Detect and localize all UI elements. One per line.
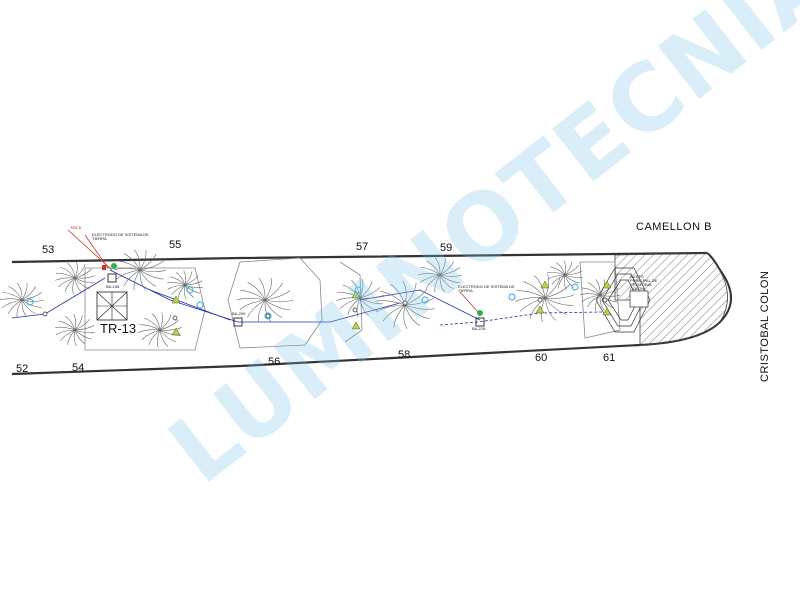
pole-label-53: 53 xyxy=(42,244,55,256)
planter-outline-2 xyxy=(227,257,323,349)
pole-label-59: 59 xyxy=(440,242,453,254)
monument-label: BUSTO PRINCIPAL DE CRISTOBAL COLON xyxy=(630,274,658,291)
callout-leaders xyxy=(67,229,479,313)
pole-label-56: 56 xyxy=(268,356,281,368)
lamp-post-icon xyxy=(402,300,408,306)
lamp-circle-icon xyxy=(186,286,194,294)
registro-label-1: BA-198 xyxy=(106,284,120,289)
palm-tree-icon xyxy=(55,261,95,295)
palm-tree-icon xyxy=(336,278,384,318)
palm-trees xyxy=(0,249,621,348)
planter-outline-1 xyxy=(84,267,206,351)
palm-tree-icon xyxy=(579,279,621,311)
street-label-cristobal: CRISTOBAL COLON xyxy=(759,270,771,382)
fixture-marker-icon xyxy=(602,307,612,316)
fixture-marker-icon xyxy=(351,321,361,330)
planter-outline-4 xyxy=(579,261,621,339)
lamp-circle-icon xyxy=(196,301,204,309)
callout-electrode-2: ELECTRODO DE SISTEMA DE TIERRA xyxy=(458,284,515,293)
palm-tree-icon xyxy=(417,257,463,293)
median-top-edge xyxy=(11,251,708,264)
transformer-label: TR-13 xyxy=(100,321,137,336)
pole-label-57: 57 xyxy=(356,241,369,253)
palm-tree-icon xyxy=(167,270,203,300)
palm-tree-icon xyxy=(547,260,583,290)
panel-marker xyxy=(102,265,106,270)
pole-label-60: 60 xyxy=(535,352,548,364)
street-label-camellon: CAMELLON B xyxy=(636,221,712,233)
transformer-box xyxy=(96,291,128,321)
pole-label-61: 61 xyxy=(603,352,616,364)
palm-tree-icon xyxy=(55,313,95,347)
median-bottom-edge xyxy=(11,343,641,376)
palm-tree-icon xyxy=(0,282,45,318)
ground-electrode-2 xyxy=(477,310,483,316)
pole-label-52: 52 xyxy=(16,363,29,375)
fixture-marker-icon xyxy=(351,290,361,299)
fixture-marker-icon xyxy=(540,280,550,289)
monument-base xyxy=(595,267,651,333)
fixture-marker-icon xyxy=(171,327,181,336)
fixture-marker-icon xyxy=(602,280,612,289)
lamp-fixtures xyxy=(26,280,612,336)
registro-label-3: BA-218 xyxy=(472,326,486,331)
fixture-marker-icon xyxy=(171,295,181,304)
lamp-circle-icon xyxy=(264,312,272,320)
lamp-post-icon xyxy=(602,297,608,303)
lamp-circle-icon xyxy=(508,293,516,301)
lamp-post-icon xyxy=(42,311,48,317)
hatched-area xyxy=(614,252,728,346)
pole-label-54: 54 xyxy=(72,362,85,374)
lamp-circle-icon xyxy=(26,298,34,306)
pole-label-58: 58 xyxy=(398,349,411,361)
lamp-post-icon xyxy=(172,315,178,321)
palm-tree-icon xyxy=(515,273,575,323)
lamp-circle-icon xyxy=(354,286,362,294)
registro-label-2: BA-209 xyxy=(232,311,246,316)
callout-electrode-1: ELECTRODO DE SISTEMA DE TIERRA xyxy=(92,232,149,241)
palm-tree-icon xyxy=(375,280,435,330)
registro-boxes xyxy=(107,273,485,327)
lamp-circle-icon xyxy=(421,296,429,304)
pole-label-55: 55 xyxy=(169,239,182,251)
ground-electrode-1 xyxy=(111,263,117,269)
palm-tree-icon xyxy=(113,249,167,291)
callout-tab: TAB B xyxy=(70,225,82,230)
lamp-post-icon xyxy=(537,297,543,303)
palm-tree-icon xyxy=(138,312,182,348)
lamp-post-icon xyxy=(352,307,358,313)
lamp-post-icon xyxy=(265,313,271,319)
palm-tree-icon xyxy=(236,277,294,323)
fixture-marker-icon xyxy=(535,305,545,314)
lamp-circle-icon xyxy=(571,283,579,291)
